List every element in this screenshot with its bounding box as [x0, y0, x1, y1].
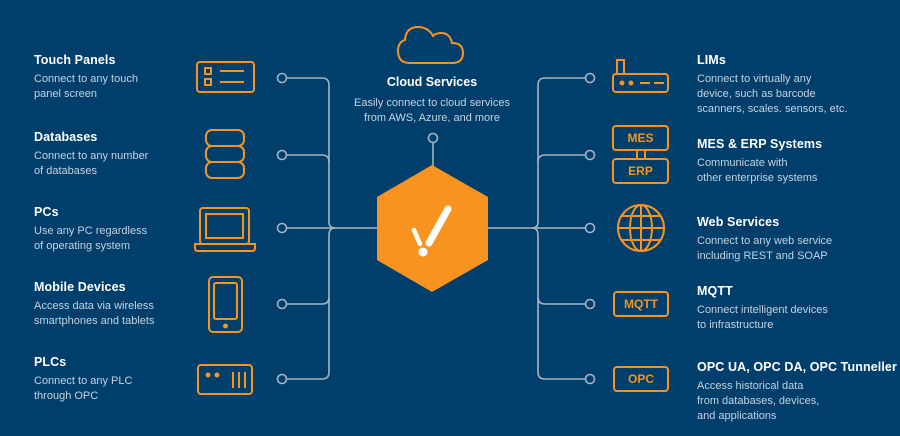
router-device-icon — [612, 59, 669, 93]
cloud-services-title: Cloud Services — [386, 75, 478, 89]
mes-label: MES — [627, 131, 654, 145]
item-title: Touch Panels — [34, 53, 116, 67]
item-mqtt: MQTT Connect intelligent devices to infr… — [697, 284, 828, 333]
connector-mobile-devices — [287, 296, 330, 305]
cloud-icon — [396, 25, 465, 64]
description-line: Connect intelligent devices — [697, 304, 828, 316]
item-description: Connect to any number of databases — [34, 149, 148, 179]
description-line: through OPC — [34, 390, 99, 402]
description-line: Access historical data — [697, 380, 804, 392]
item-title: Databases — [34, 130, 98, 144]
description-line: and applications — [697, 410, 777, 422]
item-description: Connect to virtually any device, such as… — [697, 72, 847, 117]
description-line: device, such as barcode — [697, 88, 816, 100]
plc-icon — [197, 364, 253, 395]
description-line: scanners, scales. sensors, etc. — [697, 103, 848, 115]
connector-node — [276, 373, 288, 385]
item-description: Use any PC regardless of operating syste… — [34, 224, 147, 254]
connector-node — [276, 222, 288, 234]
connector-node — [276, 149, 288, 161]
item-databases: Databases Connect to any number of datab… — [34, 130, 148, 179]
erp-label: ERP — [628, 164, 653, 178]
description-line: smartphones and tablets — [34, 315, 155, 327]
description-line: of operating system — [34, 240, 130, 252]
item-description: Connect to any web service including RES… — [697, 234, 832, 264]
description-line: Connect to any web service — [697, 235, 833, 247]
connector-mqtt — [537, 296, 587, 305]
item-mes-erp-systems: MES & ERP Systems Communicate with other… — [697, 137, 822, 186]
touch-panel-icon — [196, 61, 255, 93]
description-line: including REST and SOAP — [697, 250, 828, 262]
item-description: Access historical data from databases, d… — [697, 379, 897, 424]
item-plcs: PLCs Connect to any PLC through OPC — [34, 355, 132, 404]
description-line: Connect to any number — [34, 150, 149, 162]
item-title: MQTT — [697, 284, 733, 298]
item-web-services: Web Services Connect to any web service … — [697, 215, 832, 264]
database-icon — [205, 129, 245, 179]
opc-icon: OPC — [613, 366, 669, 392]
description-line: Use any PC regardless — [34, 225, 148, 237]
connector-touch-panels — [287, 77, 336, 229]
globe-icon — [617, 204, 665, 252]
item-lims: LIMs Connect to virtually any device, su… — [697, 53, 847, 117]
connector-plcs — [287, 227, 336, 380]
connector-lims — [531, 77, 587, 229]
connector-node — [584, 222, 596, 234]
item-description: Connect intelligent devices to infrastru… — [697, 303, 828, 333]
item-title: PLCs — [34, 355, 67, 369]
item-title: MES & ERP Systems — [697, 137, 823, 151]
item-description: Access data via wireless smartphones and… — [34, 299, 154, 329]
item-title: PCs — [34, 205, 59, 219]
laptop-icon — [194, 207, 256, 252]
mes-erp-icon — [612, 125, 669, 184]
item-title: Mobile Devices — [34, 280, 126, 294]
connector-node — [584, 149, 596, 161]
description-line: other enterprise systems — [697, 172, 818, 184]
description-line: Access data via wireless — [34, 300, 154, 312]
description-line: Connect to virtually any — [697, 73, 812, 85]
item-touch-panels: Touch Panels Connect to any touch panel … — [34, 53, 138, 102]
connector-opc — [531, 227, 587, 380]
connector-node — [584, 72, 596, 84]
cloud-services-block: Cloud Services Easily connect to cloud s… — [330, 74, 534, 126]
connector-node — [276, 72, 288, 84]
item-description: Connect to any touch panel screen — [34, 72, 138, 102]
description-line: Easily connect to cloud services — [354, 97, 510, 109]
description-line: to infrastructure — [697, 319, 774, 331]
item-title: OPC UA, OPC DA, OPC Tunneller — [697, 360, 897, 374]
mqtt-icon: MQTT — [613, 291, 669, 317]
item-title: LIMs — [697, 53, 726, 67]
item-opc: OPC UA, OPC DA, OPC Tunneller Access his… — [697, 360, 897, 424]
description-line: Communicate with — [697, 157, 788, 169]
description-line: Connect to any touch — [34, 73, 138, 85]
item-title: Web Services — [697, 215, 780, 229]
inductive-automation-logo-icon — [377, 165, 488, 292]
connector-databases — [287, 154, 330, 163]
connector-node — [427, 132, 439, 144]
description-line: from databases, devices, — [697, 395, 820, 407]
description-line: of databases — [34, 165, 97, 177]
item-description: Connect to any PLC through OPC — [34, 374, 132, 404]
description-line: Connect to any PLC — [34, 375, 133, 387]
description-line: from AWS, Azure, and more — [364, 112, 500, 124]
description-line: panel screen — [34, 88, 97, 100]
item-mobile-devices: Mobile Devices Access data via wireless … — [34, 280, 154, 329]
item-description: Communicate with other enterprise system… — [697, 156, 822, 186]
cloud-services-description: Easily connect to cloud services from AW… — [330, 96, 534, 126]
connector-node — [584, 373, 596, 385]
mobile-device-icon — [208, 276, 243, 333]
connector-node — [584, 298, 596, 310]
item-pcs: PCs Use any PC regardless of operating s… — [34, 205, 147, 254]
connector-mes-erp — [537, 154, 587, 163]
connector-node — [276, 298, 288, 310]
